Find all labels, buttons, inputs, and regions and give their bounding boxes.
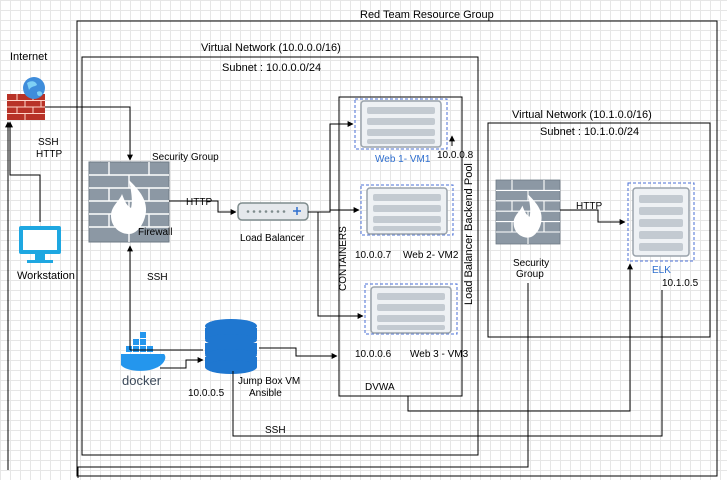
web3-ip: 10.0.0.6 <box>355 349 392 360</box>
firewall-label: Firewall <box>138 227 172 238</box>
link-jumpbox-to-web3 <box>259 347 338 359</box>
internet-protocol-ssh: SSH <box>38 137 59 148</box>
load-balancer-label: Load Balancer <box>240 233 305 244</box>
internet-protocol-http: HTTP <box>36 149 62 160</box>
elk-server-icon[interactable] <box>632 187 690 257</box>
link-dvwa-to-elk <box>407 263 633 412</box>
web1-server-icon[interactable] <box>360 100 442 148</box>
web3-server-icon[interactable] <box>370 286 452 334</box>
elk-security-group-line1: Security <box>513 258 549 269</box>
link-firewall-to-lb <box>169 200 237 215</box>
globe-icon <box>23 77 45 99</box>
ssh-bottom-label: SSH <box>265 425 286 436</box>
link-lb-to-web3 <box>317 212 364 319</box>
security-group-ssh-label: SSH <box>147 272 168 283</box>
backend-pool-label: Load Balancer Backend Pool <box>463 163 475 305</box>
resource-group-boundary <box>76 20 718 477</box>
backend-pool-boundary <box>338 96 463 397</box>
link-workstation-to-internet <box>7 121 41 222</box>
web2-ip: 10.0.0.7 <box>355 250 392 261</box>
web1-ip: 10.0.0.8 <box>437 150 474 161</box>
elk-ip: 10.1.0.5 <box>662 278 699 289</box>
web1-label: Web 1- VM1 <box>375 154 431 165</box>
vnet-red-subnet: Subnet : 10.0.0.0/24 <box>222 62 321 74</box>
jumpbox-ip: 10.0.0.5 <box>188 388 225 399</box>
elk-selection <box>627 182 695 262</box>
link-elk-sg-to-outer <box>77 283 529 478</box>
jumpbox-label-line1: Jump Box VM <box>238 376 300 387</box>
vnet-elk-boundary <box>487 122 711 338</box>
web1-selection <box>354 98 448 150</box>
web2-label: Web 2- VM2 <box>403 250 459 261</box>
elk-label: ELK <box>652 265 671 276</box>
link-elk-sg-to-elk <box>560 209 626 225</box>
vnet-red-boundary <box>81 56 479 456</box>
link-jumpbox-ssh-to-elk <box>232 290 663 437</box>
workstation-label: Workstation <box>17 270 75 282</box>
docker-whale-icon <box>121 332 166 371</box>
security-group-label: Security Group <box>152 152 219 163</box>
link-internet-to-security-group <box>45 106 133 161</box>
jumpbox-database-icon[interactable] <box>205 319 257 374</box>
elk-http-label: HTTP <box>576 201 602 212</box>
elk-security-group-line2: Group <box>516 269 544 280</box>
elk-security-group-icon <box>495 179 561 245</box>
link-lb-to-web1 <box>308 121 354 213</box>
web2-selection <box>360 184 454 236</box>
jumpbox-label-line2: Ansible <box>249 388 282 399</box>
internet-firewall-icon <box>7 94 45 120</box>
http-label-red: HTTP <box>186 197 212 208</box>
internet-label: Internet <box>10 51 47 63</box>
link-docker-to-jumpbox <box>160 357 204 369</box>
web2-server-icon[interactable] <box>366 187 448 235</box>
workstation-icon[interactable] <box>19 226 61 263</box>
resource-group-label: Red Team Resource Group <box>360 9 494 21</box>
containers-label: CONTAINERS <box>338 226 349 291</box>
vnet-elk-label: Virtual Network (10.1.0.0/16) <box>512 109 652 121</box>
vnet-red-label: Virtual Network (10.0.0.0/16) <box>201 42 341 54</box>
web3-label: Web 3 - VM3 <box>410 349 469 360</box>
docker-label: docker <box>122 373 162 388</box>
load-balancer-icon[interactable] <box>237 202 309 221</box>
vnet-elk-subnet: Subnet : 10.1.0.0/24 <box>540 126 639 138</box>
dvwa-label: DVWA <box>365 382 395 393</box>
web3-selection <box>364 283 458 335</box>
